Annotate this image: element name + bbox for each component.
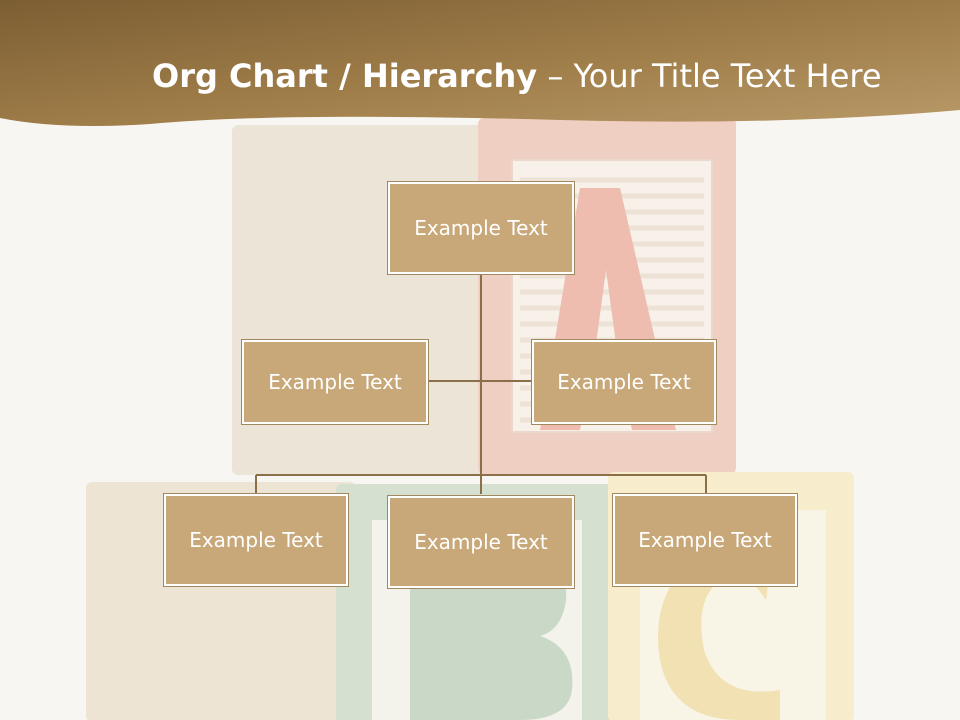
title-rest: Your Title Text Here <box>573 57 882 95</box>
header-band <box>0 0 960 126</box>
slide-title: Org Chart / Hierarchy – Your Title Text … <box>152 52 882 102</box>
org-node-root[interactable]: Example Text <box>387 181 575 275</box>
org-node-child-center[interactable]: Example Text <box>387 495 575 589</box>
org-node-child-left[interactable]: Example Text <box>163 493 349 587</box>
org-node-assistant-left[interactable]: Example Text <box>241 339 429 425</box>
org-node-assistant-right[interactable]: Example Text <box>531 339 717 425</box>
org-node-child-right[interactable]: Example Text <box>612 493 798 587</box>
title-dash: – <box>537 57 574 95</box>
title-bold: Org Chart / Hierarchy <box>152 57 538 95</box>
